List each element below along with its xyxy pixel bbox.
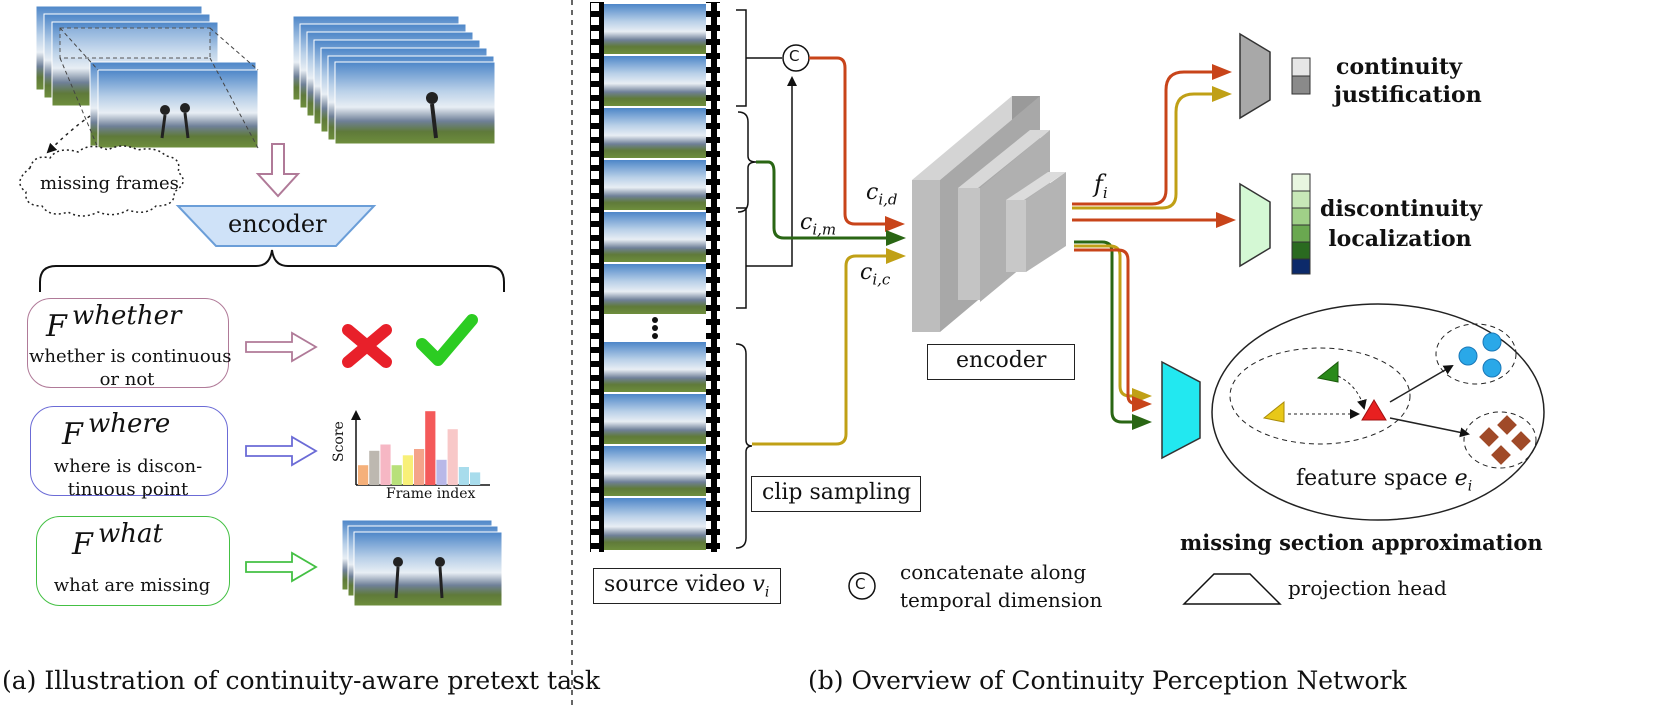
what-superscript: what bbox=[98, 519, 163, 549]
clip-sampling-box bbox=[751, 476, 921, 512]
score-bar-2 bbox=[369, 450, 380, 485]
score-bar-chart bbox=[351, 410, 490, 486]
what-arrow bbox=[245, 551, 318, 583]
encoder-box bbox=[927, 344, 1075, 380]
localization-bar bbox=[1291, 173, 1311, 275]
score-bar-10 bbox=[458, 467, 469, 485]
whether-f-symbol: F bbox=[46, 309, 67, 344]
concat-legend-symbol: C bbox=[855, 575, 866, 593]
frame-stack-with-gap bbox=[35, 5, 259, 149]
what-box bbox=[36, 516, 230, 606]
missing-frames-pointer bbox=[46, 115, 91, 154]
missing-section-label: missing section approximation bbox=[1180, 530, 1543, 555]
source-video-text: source video bbox=[604, 572, 746, 597]
right-caption: (b) Overview of Continuity Perception Ne… bbox=[808, 666, 1407, 695]
concat-legend-node bbox=[848, 572, 876, 600]
feature-space-sub: i bbox=[1467, 478, 1473, 495]
localization-label-2: localization bbox=[1328, 226, 1472, 252]
source-video-var: v bbox=[752, 572, 765, 597]
c-im-path bbox=[756, 160, 906, 246]
check-icon bbox=[416, 314, 478, 366]
f-i-label: fi bbox=[1094, 172, 1108, 201]
encoder-label: encoder bbox=[956, 348, 1047, 373]
where-line1: where is discon- bbox=[53, 456, 203, 477]
clip-sampling-label: clip sampling bbox=[762, 480, 912, 505]
where-box bbox=[30, 406, 228, 496]
full-frame-stack bbox=[292, 15, 496, 145]
score-bar-9 bbox=[447, 429, 458, 485]
down-arrow bbox=[255, 143, 301, 198]
continuity-label-2: justification bbox=[1334, 82, 1482, 108]
score-bar-4 bbox=[391, 465, 402, 485]
source-video-box bbox=[593, 568, 781, 604]
f-i-symbol: f bbox=[1094, 170, 1103, 198]
continuity-label-1: continuity bbox=[1336, 54, 1462, 80]
film-strip bbox=[590, 2, 720, 552]
c-im-label: ci,m bbox=[800, 212, 836, 237]
whether-arrow bbox=[245, 331, 318, 363]
c-im-symbol: c bbox=[800, 210, 813, 235]
what-line1: what are missing bbox=[53, 575, 211, 596]
score-bar-1 bbox=[358, 465, 369, 485]
c-id-label: ci,d bbox=[866, 182, 898, 207]
c-im-sub: i,m bbox=[812, 220, 837, 239]
projection-head-label: projection head bbox=[1288, 576, 1447, 600]
recovered-frames-stack bbox=[341, 519, 503, 607]
where-f-symbol: F bbox=[62, 417, 83, 452]
feature-space-var: e bbox=[1454, 466, 1468, 491]
c-id-sub: i,d bbox=[878, 190, 898, 209]
c-ic-symbol: c bbox=[860, 260, 873, 285]
feature-space-label: feature space ei bbox=[1296, 466, 1473, 495]
missing-frames-label: missing frames bbox=[40, 173, 179, 194]
concat-node-symbol: C bbox=[789, 47, 800, 65]
f-i-sub: i bbox=[1102, 183, 1108, 202]
cross-icon bbox=[342, 324, 392, 368]
feature-space-text: feature space bbox=[1296, 466, 1448, 491]
score-bar-6 bbox=[414, 449, 425, 485]
concat-legend-line1: concatenate along bbox=[900, 560, 1087, 584]
localization-label-1: discontinuity bbox=[1320, 196, 1483, 222]
projection-head-legend bbox=[1182, 573, 1282, 605]
encoder-brace bbox=[39, 249, 505, 292]
score-axis-label: Score bbox=[331, 421, 347, 462]
score-bar-5 bbox=[402, 455, 413, 485]
c-id-path bbox=[809, 56, 905, 232]
frame-index-axis-label: Frame index bbox=[386, 486, 476, 502]
localization-head bbox=[1239, 182, 1271, 268]
where-superscript: where bbox=[88, 409, 171, 439]
c-id-symbol: c bbox=[866, 180, 879, 205]
where-arrow bbox=[245, 435, 318, 467]
where-line2: tinuous point bbox=[67, 479, 189, 500]
missing-frames-cloud bbox=[19, 145, 184, 217]
left-caption: (a) Illustration of continuity-aware pre… bbox=[2, 666, 600, 695]
source-video-label: source video vi bbox=[604, 572, 770, 601]
whether-line2: or not bbox=[99, 369, 155, 390]
concat-legend-line2: temporal dimension bbox=[900, 588, 1103, 612]
what-f-symbol: F bbox=[72, 527, 93, 562]
left-encoder-trapezoid bbox=[175, 205, 377, 247]
continuity-head bbox=[1239, 32, 1271, 120]
approximation-head bbox=[1161, 360, 1201, 460]
score-bar-7 bbox=[425, 411, 436, 485]
whether-superscript: whether bbox=[72, 301, 182, 331]
left-encoder-label: encoder bbox=[228, 210, 327, 238]
c-ic-label: ci,c bbox=[860, 262, 890, 287]
c-ic-sub: i,c bbox=[872, 270, 891, 289]
whether-box bbox=[27, 298, 229, 388]
encoder-3d-blocks bbox=[912, 96, 1066, 332]
c-ic-path bbox=[752, 248, 906, 446]
whether-line1: whether is continuous bbox=[29, 346, 232, 367]
score-bar-3 bbox=[380, 444, 391, 485]
clip-brackets bbox=[735, 9, 797, 549]
score-bar-11 bbox=[470, 472, 481, 485]
score-bar-8 bbox=[436, 459, 447, 485]
source-video-sub: i bbox=[764, 584, 770, 601]
